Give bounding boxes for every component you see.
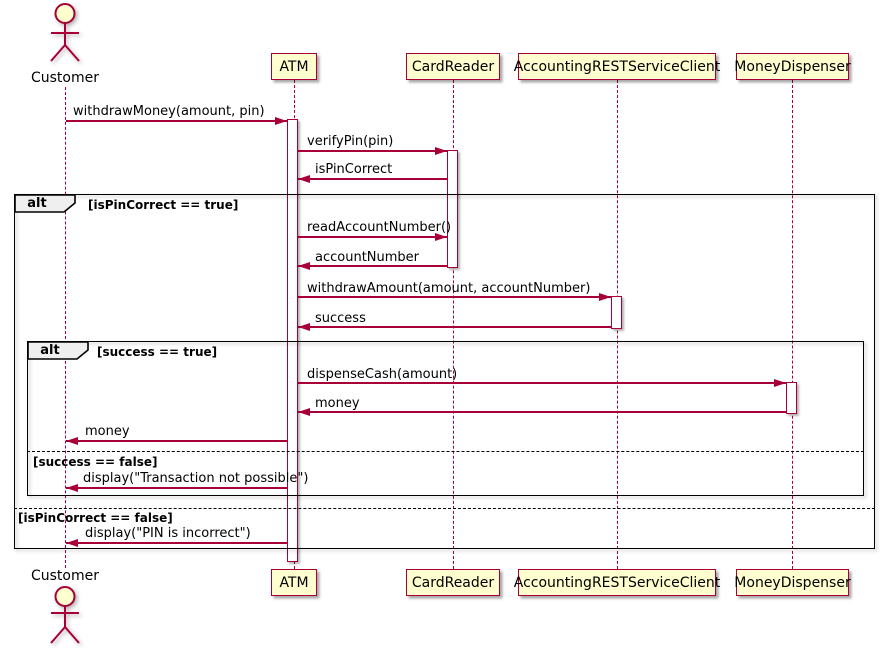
lifeline-customer [64,87,66,568]
activation-atm [287,119,298,562]
actor-label-bottom: Customer [30,568,99,584]
message-label-display-transaction-not-possible: display("Transaction not possible") [83,471,309,486]
message-label-success: success [315,311,366,326]
participant-atm-bottom: ATM [271,569,317,596]
participant-accounting-bottom: AccountingRESTServiceClient [514,569,720,596]
arrowhead-left-icon [66,436,78,445]
message-label-display-pin-incorrect: display("PIN is incorrect") [85,526,251,541]
fragment-inner-divider [27,451,864,452]
message-arrow-read-account-number [298,232,447,242]
arrowhead-right-icon [774,378,786,387]
message-arrow-money-to-customer [66,436,287,446]
arrowhead-right-icon [275,116,287,125]
activation-moneydispenser [786,382,797,414]
arrowhead-left-icon [298,407,310,416]
participant-cardreader: CardReader [406,53,500,80]
arrowhead-left-icon [66,538,78,547]
fragment-inner-tab [27,341,89,360]
actor-icon-top [50,3,80,62]
fragment-outer-alt [14,194,875,549]
arrowhead-right-icon [435,232,447,241]
fragment-inner-alt [27,341,864,496]
arrowhead-left-icon [66,483,78,492]
arrowhead-left-icon [298,174,310,183]
message-label-read-account-number: readAccountNumber() [307,220,452,235]
participant-atm: ATM [271,53,317,80]
message-label-dispense-cash: dispenseCash(amount) [307,367,458,382]
actor-icon-bottom [50,586,80,644]
participant-cardreader-bottom: CardReader [406,569,500,596]
message-label-account-number: accountNumber [315,250,420,265]
activation-cardreader [447,150,458,268]
message-arrow-success [298,322,611,332]
participant-moneydispenser-bottom: MoneyDispenser [734,569,851,596]
arrowhead-right-icon [435,146,447,155]
message-label-is-pin-correct: isPinCorrect [315,162,393,177]
fragment-outer-guard-true: [isPinCorrect == true] [88,198,239,212]
lifeline-moneydispenser [791,80,793,569]
message-arrow-display-pin-incorrect [66,538,287,548]
message-arrow-withdraw-amount [298,292,611,302]
message-label-money-to-customer: money [85,424,130,439]
fragment-inner-operator: alt [40,343,60,358]
fragment-outer-tab [14,194,76,213]
fragment-inner-guard-false: [success == false] [33,455,158,469]
message-label-withdraw-amount: withdrawAmount(amount, accountNumber) [307,281,591,296]
fragment-outer-operator: alt [27,196,47,211]
arrowhead-left-icon [298,261,310,270]
message-arrow-display-transaction-not-possible [66,483,287,493]
participant-moneydispenser: MoneyDispenser [734,53,851,80]
fragment-inner-guard-true: [success == true] [97,345,218,359]
message-arrow-money-to-atm [298,407,786,417]
actor-label-top: Customer [30,70,99,86]
participant-accounting: AccountingRESTServiceClient [514,53,720,80]
message-arrow-is-pin-correct [298,174,447,184]
message-label-money-to-atm: money [315,396,360,411]
message-arrow-withdraw-money [66,116,287,126]
arrowhead-left-icon [298,322,310,331]
message-arrow-dispense-cash [298,378,786,388]
message-arrow-verify-pin [298,146,447,156]
fragment-outer-guard-false: [isPinCorrect == false] [18,511,173,525]
lifeline-cardreader [452,80,454,569]
message-label-verify-pin: verifyPin(pin) [307,134,394,149]
message-label-withdraw-money: withdrawMoney(amount, pin) [73,104,265,119]
fragment-outer-divider [14,508,875,509]
arrowhead-right-icon [599,292,611,301]
message-arrow-account-number [298,261,447,271]
activation-accounting [611,296,622,329]
